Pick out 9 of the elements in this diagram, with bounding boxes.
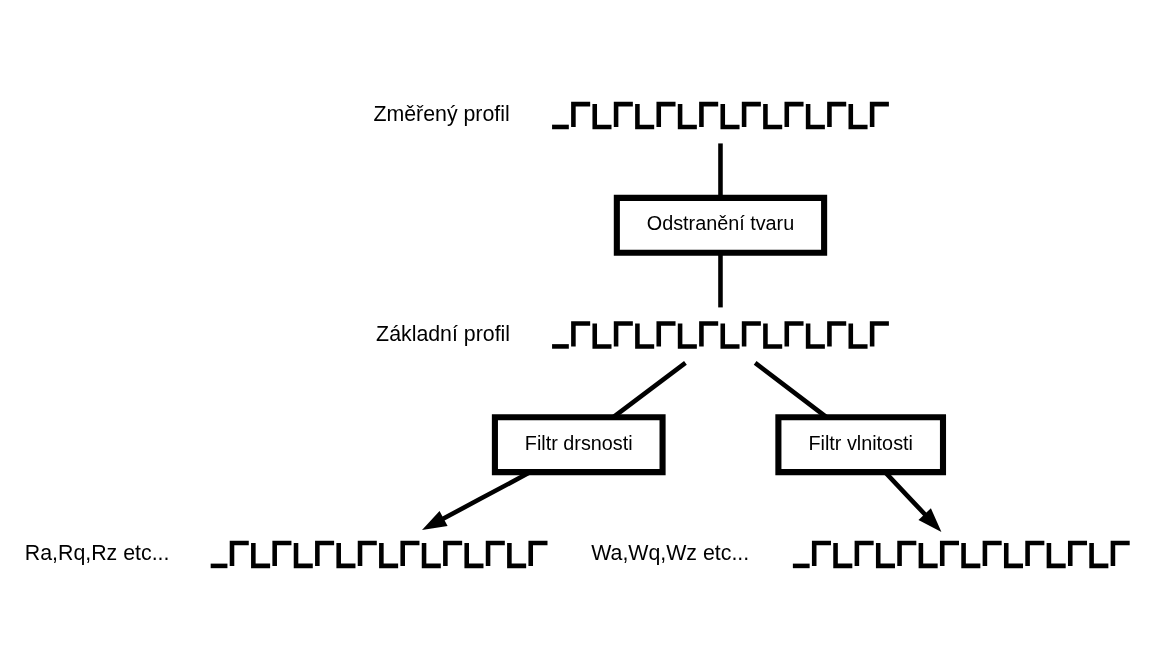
- node-box: Filtr vlnitosti: [775, 413, 947, 475]
- node-box: Filtr drsnosti: [491, 413, 666, 475]
- node-label: Změřený profil: [373, 101, 510, 126]
- connector: [718, 142, 723, 198]
- node-box: Odstranění tvaru: [613, 194, 828, 256]
- node-label: Wa,Wq,Wz etc...: [591, 540, 750, 565]
- connector: [718, 252, 723, 307]
- node-label: Ra,Rq,Rz etc...: [24, 540, 170, 565]
- node-label: Základní profil: [376, 321, 511, 346]
